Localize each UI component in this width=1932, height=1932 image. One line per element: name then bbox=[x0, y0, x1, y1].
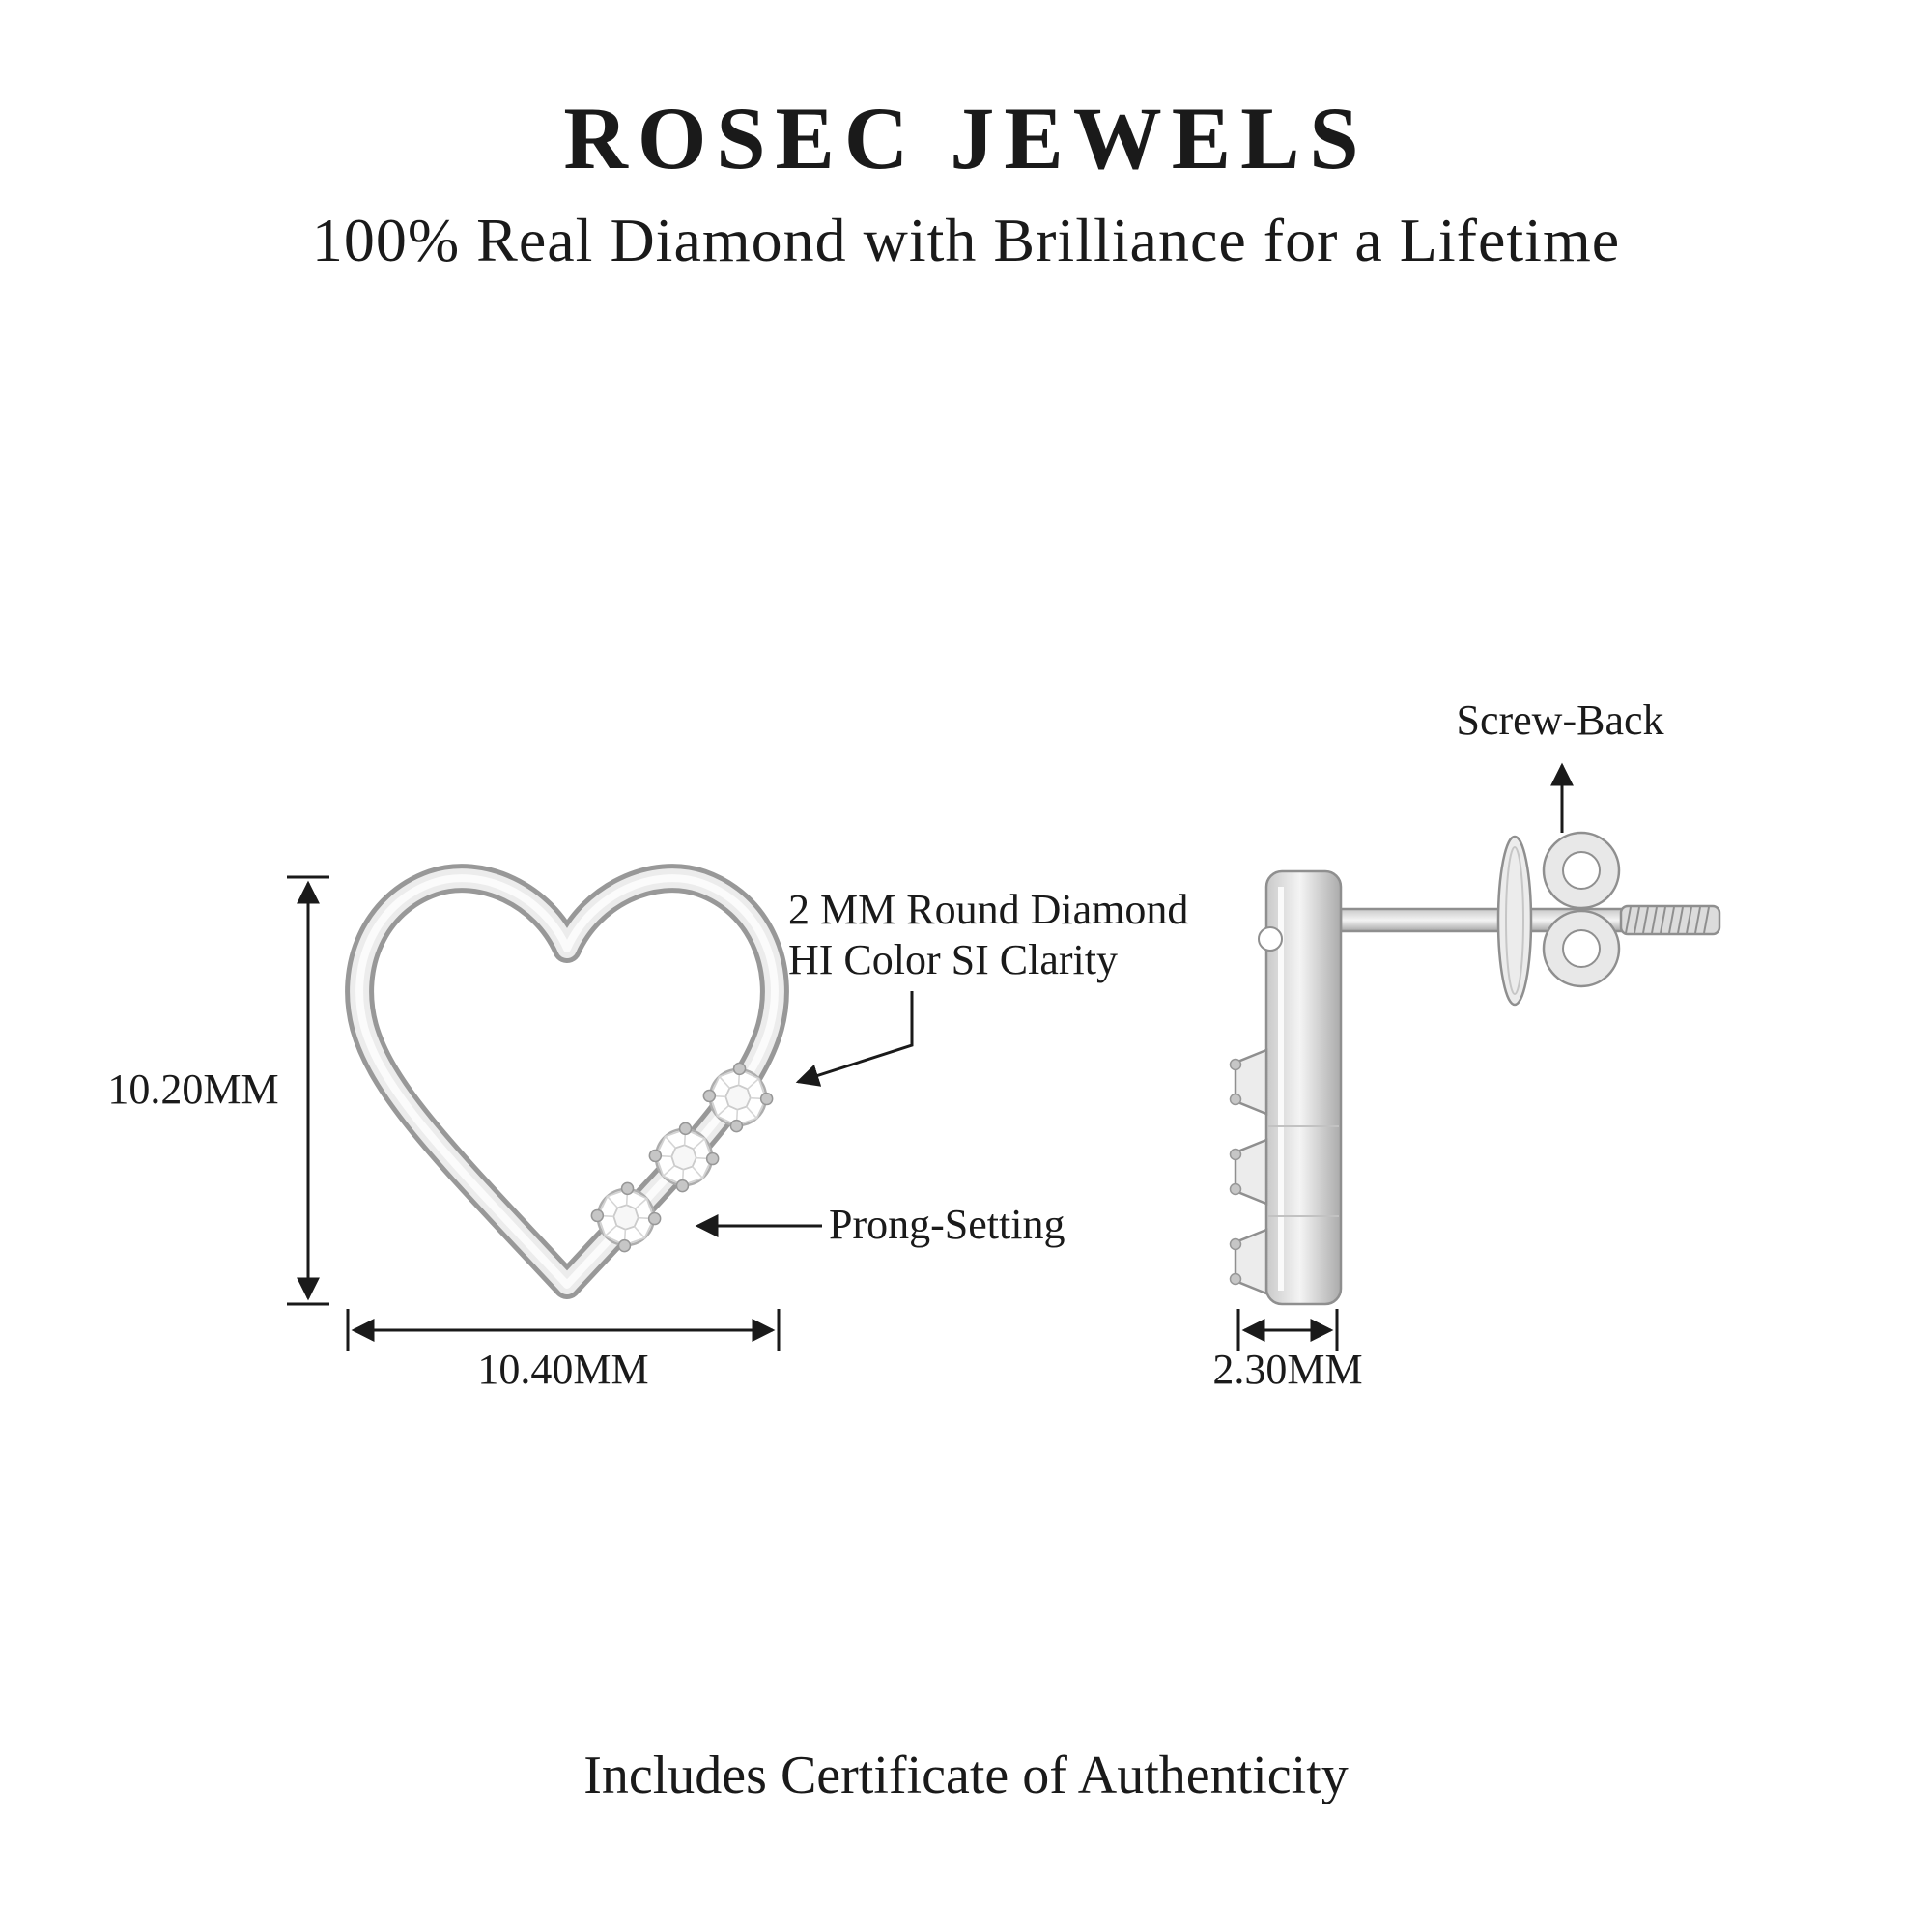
screw-thread bbox=[1619, 904, 1721, 936]
screw-back-label: Screw-Back bbox=[1456, 696, 1664, 744]
round-diamonds-side bbox=[1234, 1048, 1268, 1295]
tagline: 100% Real Diamond with Brilliance for a … bbox=[311, 206, 1621, 274]
brand-title: ROSEC JEWELS bbox=[563, 89, 1369, 187]
height-dimension-label: 10.20MM bbox=[107, 1065, 279, 1113]
side-width-dimension-label: 2.30MM bbox=[1212, 1346, 1363, 1393]
diamond-note-leader bbox=[795, 991, 914, 1087]
certificate-note: Includes Certificate of Authenticity bbox=[583, 1746, 1349, 1805]
diamond-note-line1: 2 MM Round Diamond bbox=[788, 886, 1189, 933]
screw-back-clutch bbox=[1496, 831, 1621, 1007]
width-dimension-line bbox=[346, 1309, 781, 1351]
diamond-note-line2: HI Color SI Clarity bbox=[788, 936, 1118, 983]
heart-earring-front-view bbox=[345, 864, 789, 1299]
prong-setting-label: Prong-Setting bbox=[829, 1201, 1065, 1248]
side-prongs bbox=[1229, 1058, 1242, 1286]
dimension-lines bbox=[287, 762, 1574, 1351]
diamond-note: 2 MM Round Diamond HI Color SI Clarity bbox=[788, 885, 1188, 985]
height-dimension-line bbox=[287, 875, 329, 1306]
side-width-dimension-line bbox=[1236, 1309, 1339, 1351]
width-dimension-label: 10.40MM bbox=[477, 1346, 649, 1393]
heart-earring-side-view bbox=[1229, 831, 1721, 1306]
earring-profile-bar bbox=[1258, 869, 1343, 1306]
